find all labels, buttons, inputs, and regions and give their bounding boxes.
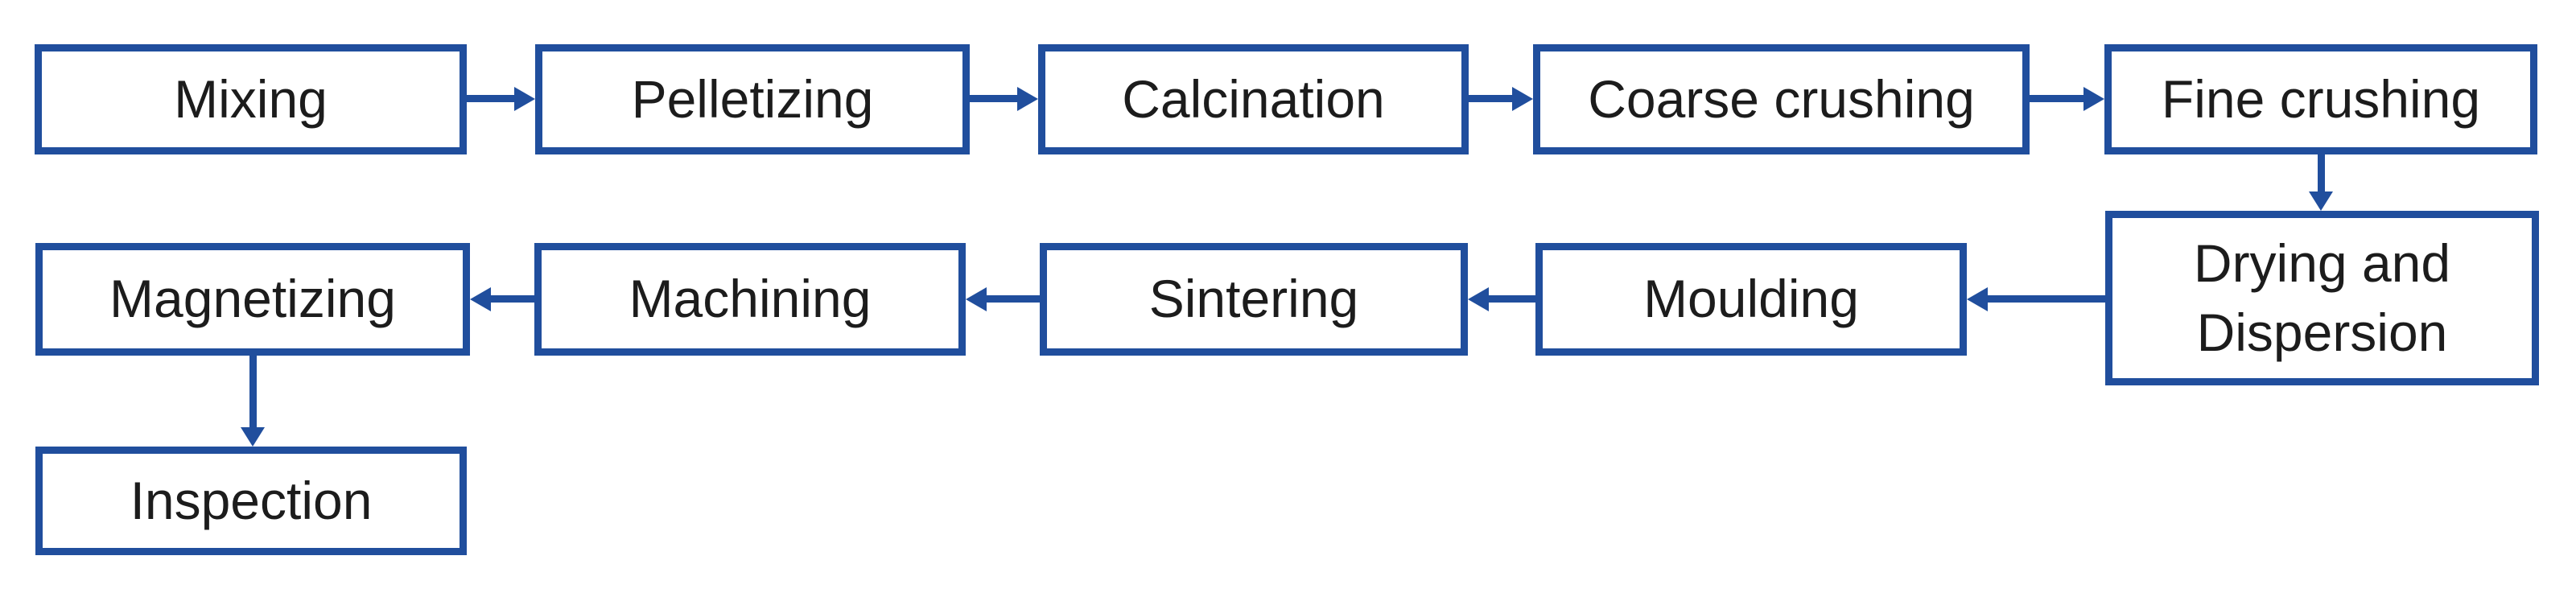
arrow-line xyxy=(987,295,1040,303)
arrow-coarse-crushing-to-fine-crushing xyxy=(2030,87,2104,111)
arrow-line xyxy=(1469,95,1512,102)
flow-box-moulding: Moulding xyxy=(1535,243,1967,356)
arrow-line xyxy=(249,356,257,427)
arrowhead-right-icon xyxy=(1017,87,1038,111)
arrow-line xyxy=(1988,295,2105,303)
arrowhead-right-icon xyxy=(2083,87,2104,111)
flow-box-label: Drying and Dispersion xyxy=(2193,233,2451,362)
arrow-line xyxy=(1489,295,1535,303)
flow-box-label: Moulding xyxy=(1643,269,1859,329)
flow-box-label: Mixing xyxy=(174,68,328,129)
arrow-magnetizing-to-inspection xyxy=(241,356,265,447)
arrowhead-left-icon xyxy=(1967,287,1988,311)
arrow-drying-and-dispersion-to-moulding xyxy=(1967,287,2105,311)
flow-box-label: Fine crushing xyxy=(2161,68,2481,129)
flow-box-inspection: Inspection xyxy=(35,447,467,555)
arrow-line xyxy=(467,95,514,102)
arrow-machining-to-magnetizing xyxy=(470,287,534,311)
flow-box-label: Machining xyxy=(629,269,872,329)
arrowhead-left-icon xyxy=(470,287,491,311)
arrowhead-left-icon xyxy=(1468,287,1489,311)
arrow-line xyxy=(970,95,1017,102)
flow-box-pelletizing: Pelletizing xyxy=(535,44,970,154)
flow-box-fine-crushing: Fine crushing xyxy=(2104,44,2537,154)
arrow-calcination-to-coarse-crushing xyxy=(1469,87,1533,111)
flow-box-label: Sintering xyxy=(1148,269,1359,329)
flow-box-drying-and-dispersion: Drying and Dispersion xyxy=(2105,211,2539,385)
flow-box-sintering: Sintering xyxy=(1040,243,1468,356)
flow-box-label: Magnetizing xyxy=(109,269,396,329)
flow-box-label: Pelletizing xyxy=(631,68,874,129)
arrowhead-down-icon xyxy=(2309,191,2333,211)
arrowhead-right-icon xyxy=(514,87,535,111)
flow-box-label: Coarse crushing xyxy=(1588,68,1975,129)
flow-box-label: Inspection xyxy=(130,470,373,530)
arrow-fine-crushing-to-drying-and-dispersion xyxy=(2309,154,2333,211)
arrowhead-right-icon xyxy=(1512,87,1533,111)
arrow-pelletizing-to-calcination xyxy=(970,87,1038,111)
flow-box-label: Calcination xyxy=(1122,68,1385,129)
arrowhead-left-icon xyxy=(966,287,987,311)
flow-box-mixing: Mixing xyxy=(35,44,467,154)
flow-box-machining: Machining xyxy=(534,243,966,356)
arrow-line xyxy=(2318,154,2325,191)
flow-box-coarse-crushing: Coarse crushing xyxy=(1533,44,2030,154)
arrow-line xyxy=(2030,95,2083,102)
arrow-mixing-to-pelletizing xyxy=(467,87,535,111)
arrow-sintering-to-machining xyxy=(966,287,1040,311)
flow-box-calcination: Calcination xyxy=(1038,44,1469,154)
arrowhead-down-icon xyxy=(241,427,265,447)
arrow-line xyxy=(491,295,534,303)
flow-box-magnetizing: Magnetizing xyxy=(35,243,470,356)
arrow-moulding-to-sintering xyxy=(1468,287,1535,311)
